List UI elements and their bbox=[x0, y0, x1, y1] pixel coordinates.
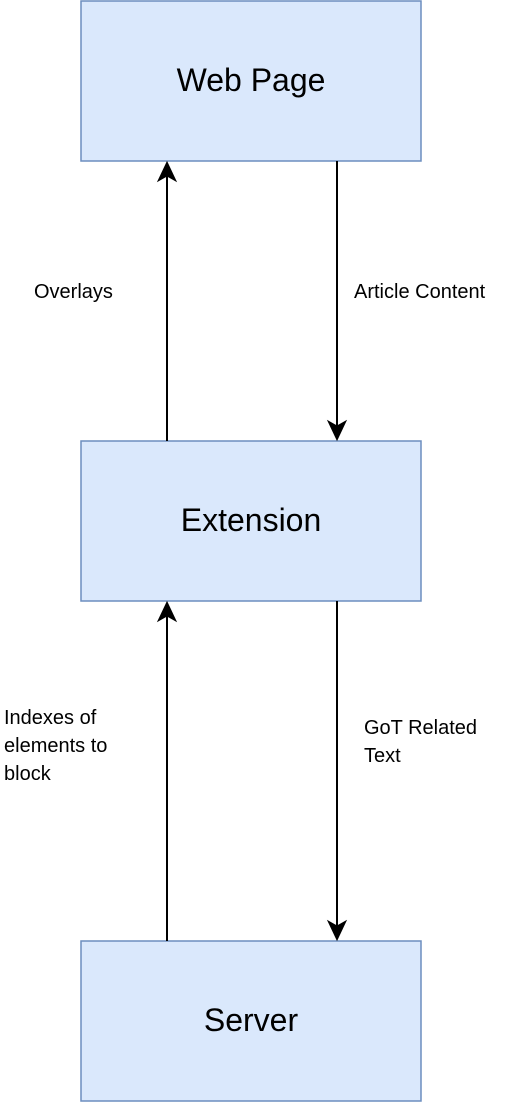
edge-indexes-arrowhead bbox=[156, 600, 178, 623]
node-extension-box bbox=[80, 440, 422, 602]
edge-overlays bbox=[156, 160, 178, 441]
node-server[interactable]: Server bbox=[80, 940, 422, 1102]
node-web-page-box bbox=[80, 0, 422, 162]
edge-label-got-related: GoT Related Text bbox=[364, 717, 478, 767]
node-web-page-label: Web Page bbox=[177, 62, 326, 98]
edge-indexes bbox=[156, 600, 178, 941]
edge-article-content-arrowhead bbox=[326, 419, 348, 442]
node-web-page[interactable]: Web Page bbox=[80, 0, 422, 162]
node-extension-label: Extension bbox=[181, 502, 322, 538]
edge-label-indexes: Indexes of elements to block bbox=[4, 707, 108, 785]
edge-label-overlays: Overlays bbox=[34, 281, 113, 303]
node-server-label: Server bbox=[204, 1002, 299, 1038]
edge-got-related-arrowhead bbox=[326, 919, 348, 942]
edge-article-content bbox=[326, 161, 348, 442]
edge-overlays-arrowhead bbox=[156, 160, 178, 183]
node-extension[interactable]: Extension bbox=[80, 440, 422, 602]
edge-label-article-content: Article Content bbox=[354, 281, 486, 303]
node-server-box bbox=[80, 940, 422, 1102]
edge-got-related bbox=[326, 601, 348, 942]
